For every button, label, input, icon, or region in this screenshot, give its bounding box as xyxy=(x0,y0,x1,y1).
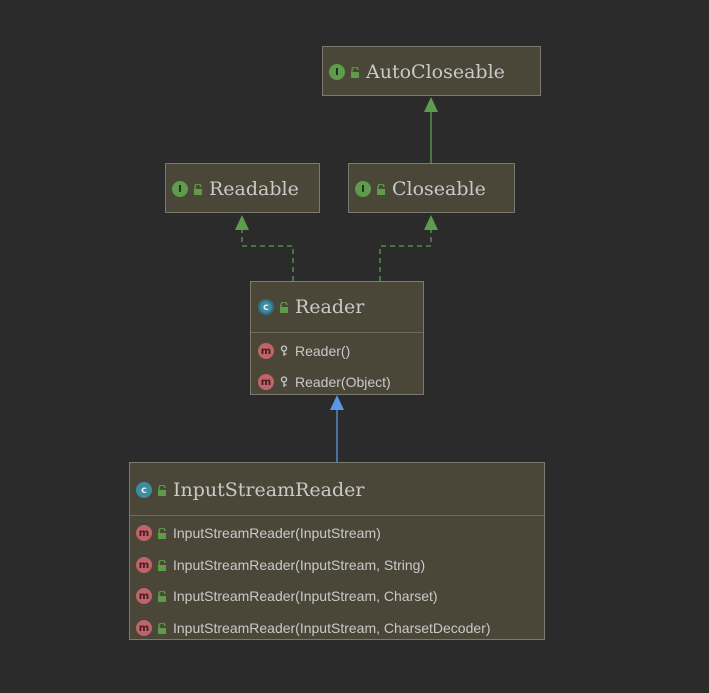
public-lock-icon xyxy=(158,590,166,602)
method-icon: m xyxy=(136,557,152,573)
arrowhead-readable xyxy=(235,215,249,230)
node-readable[interactable]: I Readable xyxy=(165,163,320,213)
member-row[interactable]: m InputStreamReader(InputStream, Charset… xyxy=(130,614,544,642)
public-lock-icon xyxy=(158,622,166,634)
protected-key-icon xyxy=(280,345,288,356)
arrowhead-closeable xyxy=(424,215,438,230)
member-row[interactable]: m Reader(Object) xyxy=(251,368,423,396)
interface-icon: I xyxy=(329,64,345,80)
interface-icon: I xyxy=(355,181,371,197)
member-label: InputStreamReader(InputStream, CharsetDe… xyxy=(173,620,491,636)
method-icon: m xyxy=(258,374,274,390)
public-lock-icon xyxy=(158,527,166,539)
public-lock-icon xyxy=(158,559,166,571)
member-label: InputStreamReader(InputStream, String) xyxy=(173,557,426,573)
public-lock-icon xyxy=(377,183,385,195)
protected-key-icon xyxy=(280,376,288,387)
edge-closeable-to-autocloseable xyxy=(424,97,438,163)
method-icon: m xyxy=(136,525,152,541)
edge-reader-to-readable xyxy=(235,215,294,281)
node-autocloseable[interactable]: I AutoCloseable xyxy=(322,46,541,96)
node-reader[interactable]: c Reader m Reader() m Reader(Object) xyxy=(250,281,424,395)
member-separator xyxy=(251,332,423,333)
interface-icon: I xyxy=(172,181,188,197)
public-lock-icon xyxy=(194,183,202,195)
member-row[interactable]: m InputStreamReader(InputStream, String) xyxy=(130,551,544,579)
member-row[interactable]: m Reader() xyxy=(251,337,423,365)
member-row[interactable]: m InputStreamReader(InputStream) xyxy=(130,519,544,547)
edge-reader-to-closeable xyxy=(379,215,438,281)
member-label: Reader() xyxy=(295,343,351,359)
node-title: AutoCloseable xyxy=(366,61,505,83)
public-lock-icon xyxy=(158,484,166,496)
public-lock-icon xyxy=(280,301,288,313)
member-separator xyxy=(130,515,544,516)
public-lock-icon xyxy=(351,66,359,78)
node-title: Readable xyxy=(209,178,299,200)
arrowhead-reader xyxy=(330,395,344,410)
node-closeable[interactable]: I Closeable xyxy=(348,163,515,213)
member-label: InputStreamReader(InputStream) xyxy=(173,525,381,541)
method-icon: m xyxy=(136,620,152,636)
arrowhead-autocloseable xyxy=(424,97,438,112)
class-icon: c xyxy=(136,482,152,498)
method-icon: m xyxy=(258,343,274,359)
abstract-class-icon: c xyxy=(258,299,274,315)
member-row[interactable]: m InputStreamReader(InputStream, Charset… xyxy=(130,582,544,610)
member-label: InputStreamReader(InputStream, Charset) xyxy=(173,588,438,604)
node-title: InputStreamReader xyxy=(173,479,365,501)
node-title: Reader xyxy=(295,296,365,318)
node-inputstreamreader[interactable]: c InputStreamReader m InputStreamReader(… xyxy=(129,462,545,640)
node-title: Closeable xyxy=(392,178,486,200)
method-icon: m xyxy=(136,588,152,604)
edge-inputstreamreader-to-reader xyxy=(330,395,344,462)
member-label: Reader(Object) xyxy=(295,374,391,390)
